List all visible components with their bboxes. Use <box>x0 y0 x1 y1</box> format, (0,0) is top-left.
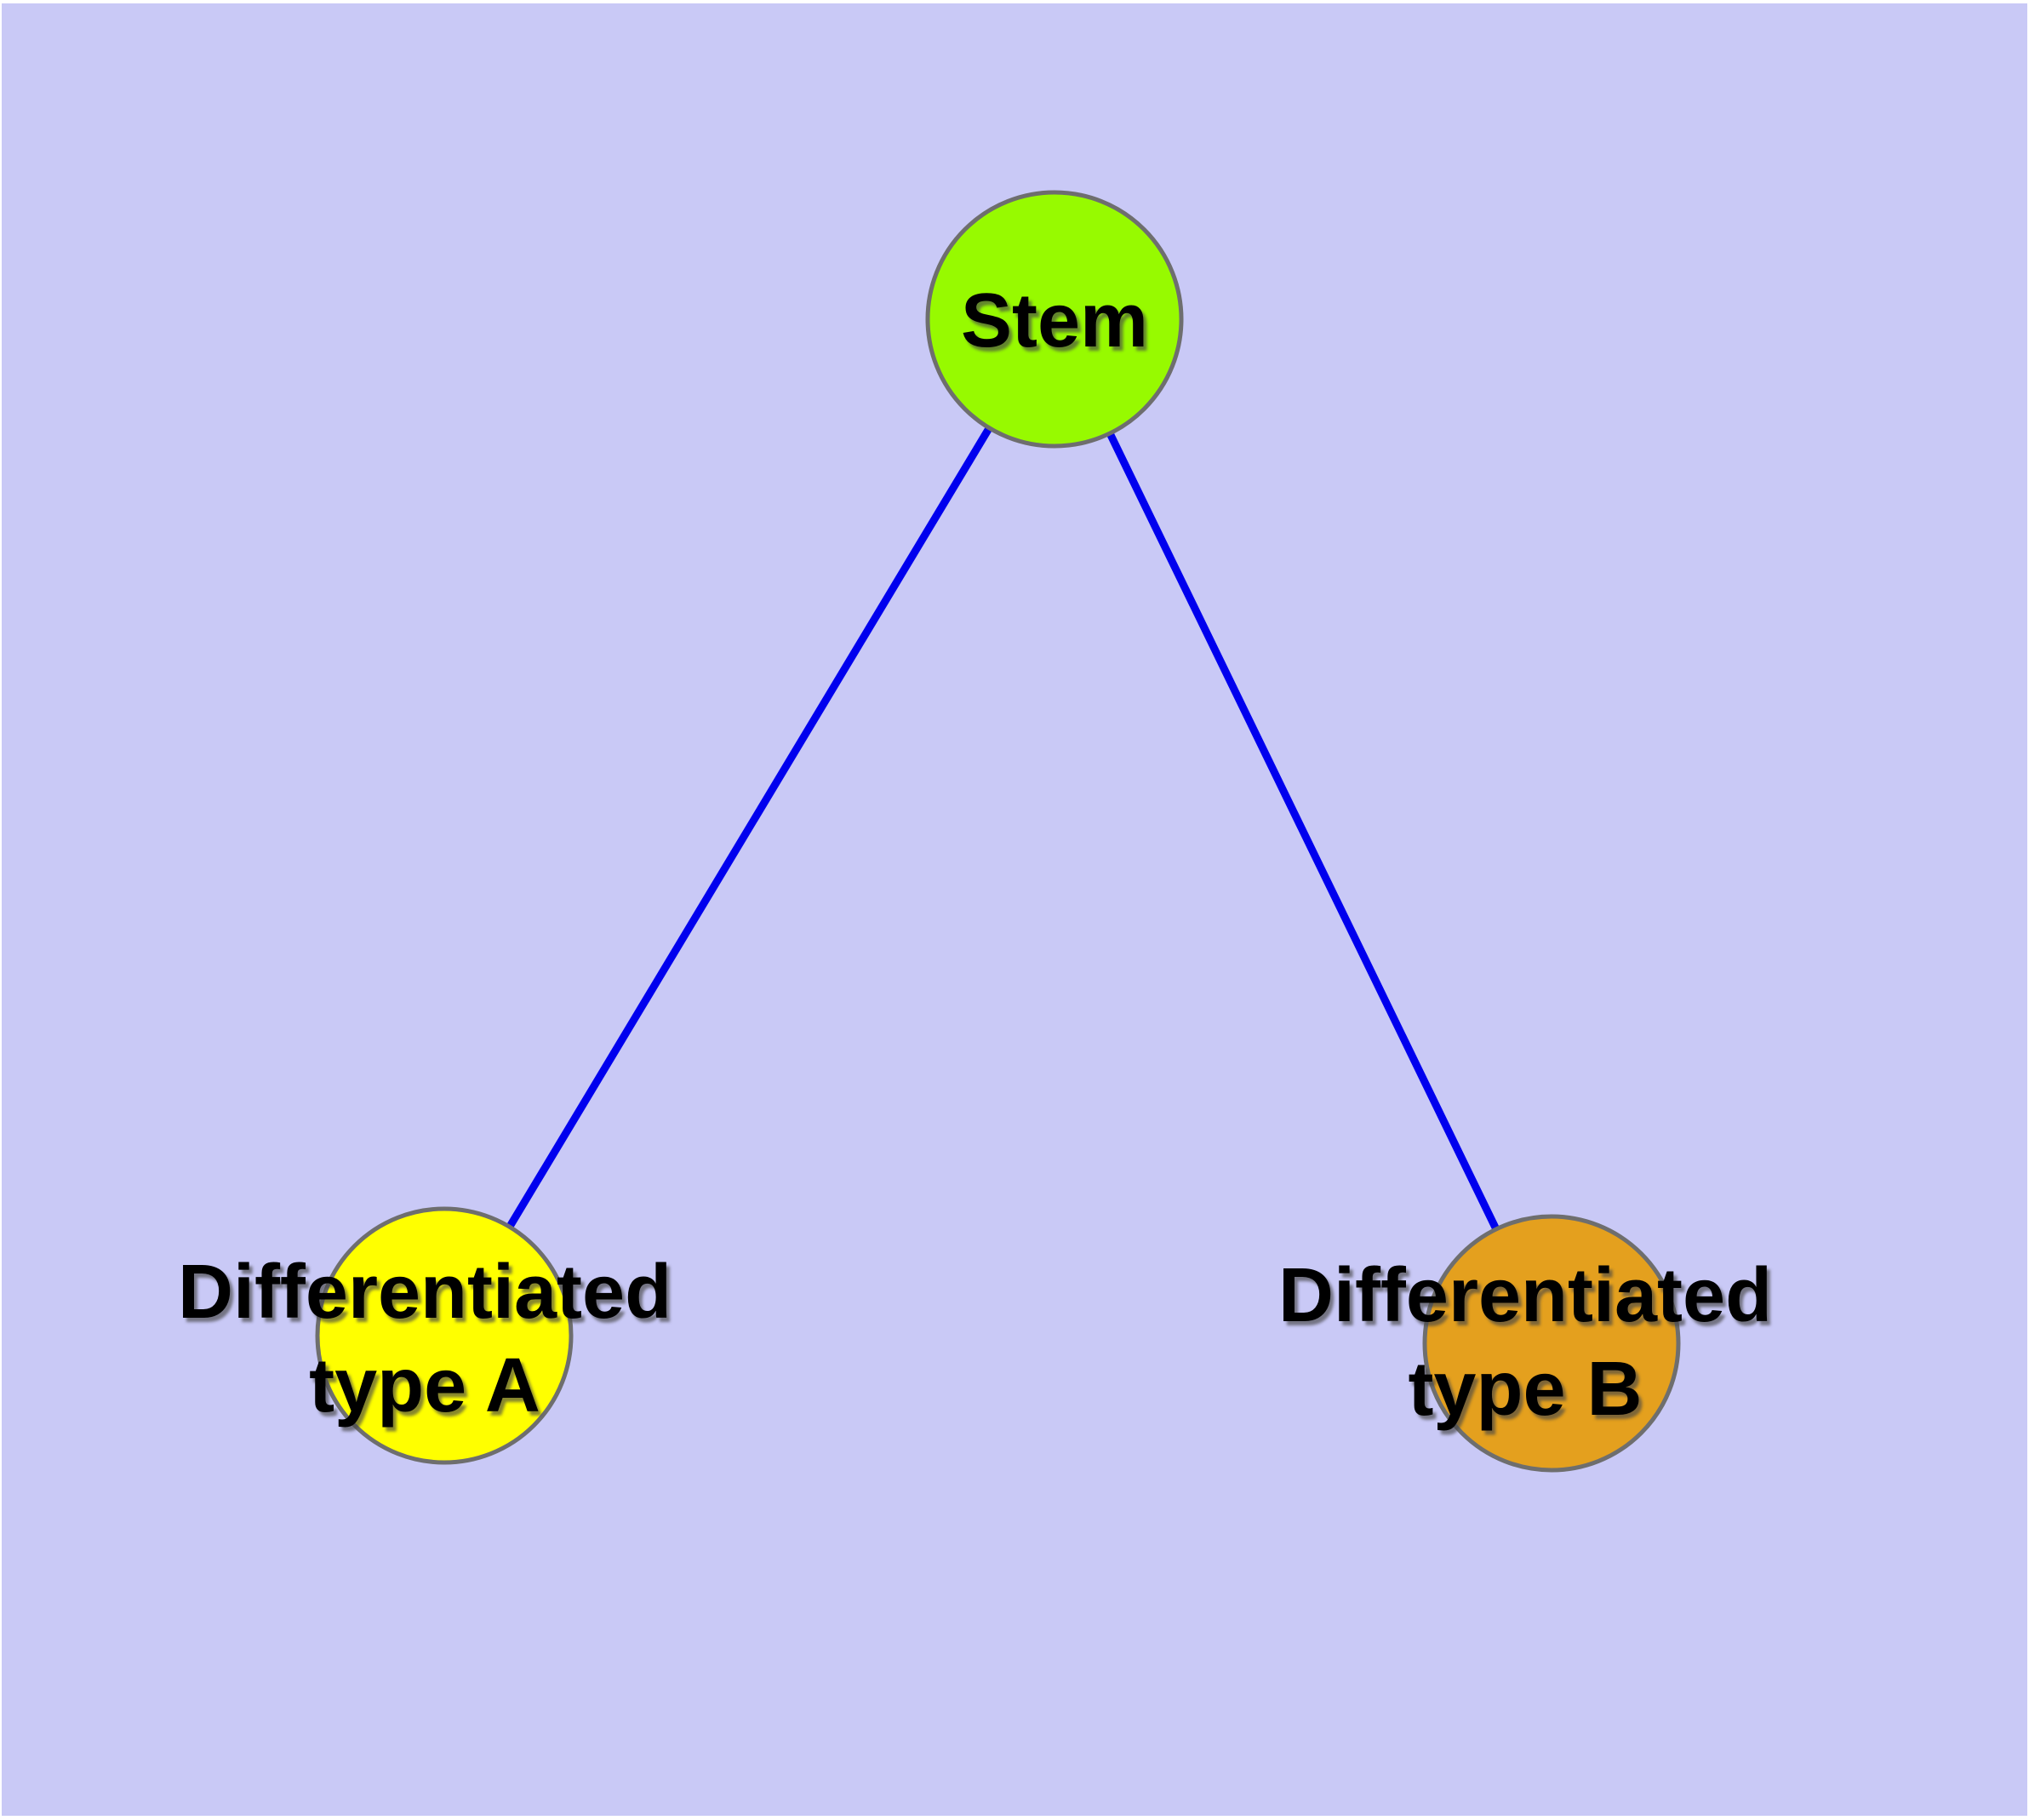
node-label-stem: Stem <box>960 278 1149 364</box>
graph-canvas: Stem Differentiated type A Differentiate… <box>2 3 2027 1816</box>
node-circle-differentiated-type-b <box>1422 1214 1681 1473</box>
edge-stem-to-type-a <box>441 317 1058 1338</box>
node-label-differentiated-type-a: Differentiated type A <box>177 1250 672 1428</box>
node-circle-differentiated-type-a <box>315 1206 574 1465</box>
graph-svg <box>315 190 1681 1473</box>
node-circle-stem <box>925 190 1184 449</box>
node-label-differentiated-type-b: Differentiated type B <box>1277 1253 1773 1432</box>
edge-stem-to-type-b <box>1050 318 1556 1345</box>
